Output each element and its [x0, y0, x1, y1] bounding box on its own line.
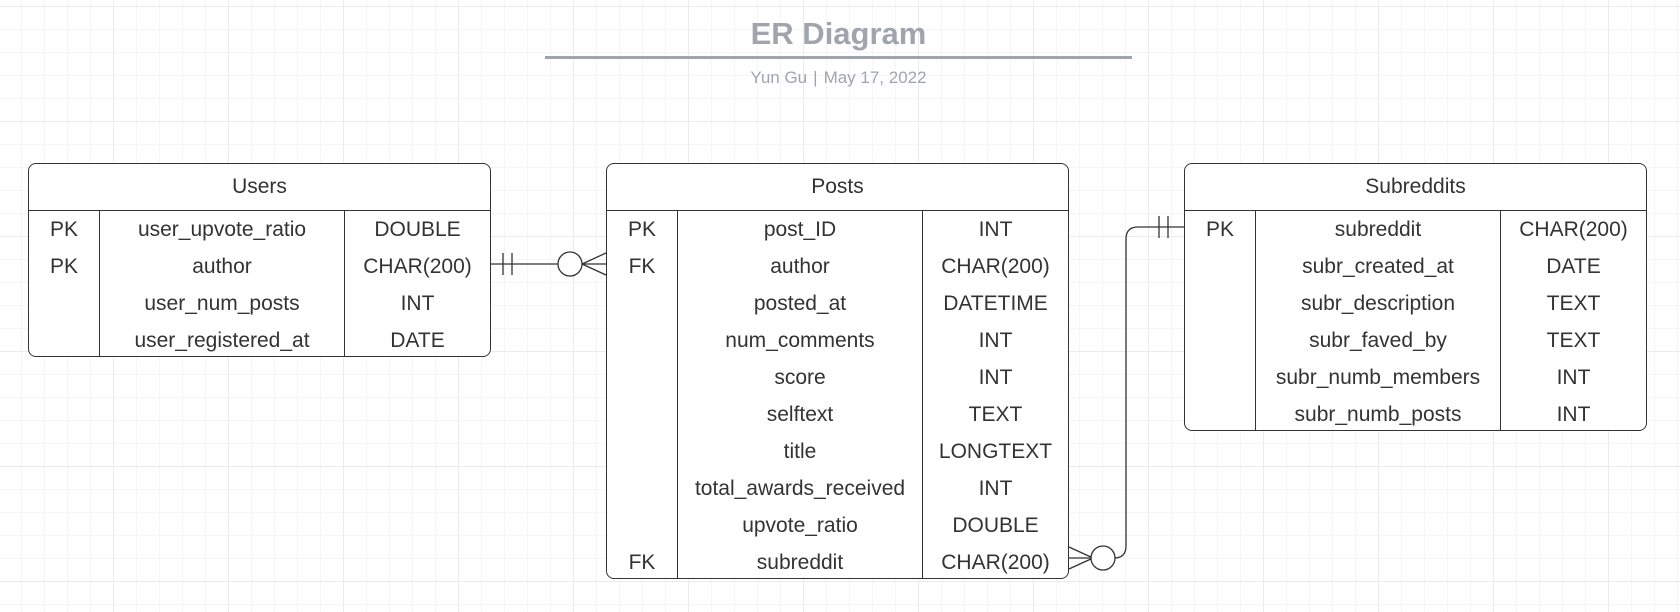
field-type-cell: CHAR(200) — [941, 255, 1050, 278]
relationship-users-posts[interactable] — [491, 251, 607, 277]
zero-circle-marker — [557, 251, 583, 277]
field-name-cell: subreddit — [1334, 218, 1422, 241]
table-row[interactable]: user_num_posts INT — [29, 285, 490, 322]
column-divider — [1255, 211, 1256, 430]
field-name-cell: subr_numb_posts — [1294, 403, 1462, 426]
field-name-cell: user_num_posts — [144, 292, 300, 315]
table-row[interactable]: subr_description TEXT — [1185, 285, 1646, 322]
field-type-cell: INT — [978, 329, 1013, 352]
field-type-cell: TEXT — [968, 403, 1023, 426]
field-name-cell: num_comments — [725, 329, 875, 352]
field-type-cell: TEXT — [1546, 292, 1601, 315]
column-divider — [922, 211, 923, 578]
column-divider — [677, 211, 678, 578]
table-row[interactable]: subr_created_at DATE — [1185, 248, 1646, 285]
table-row[interactable]: PK author CHAR(200) — [29, 248, 490, 285]
key-cell: FK — [628, 551, 656, 574]
key-cell: PK — [49, 255, 78, 278]
field-name-cell: posted_at — [753, 292, 847, 315]
crowfoot-marker — [581, 252, 607, 265]
table-row[interactable]: total_awards_received INT — [607, 470, 1068, 507]
table-row[interactable]: title LONGTEXT — [607, 433, 1068, 470]
field-name-cell: author — [192, 255, 252, 278]
field-name-cell: upvote_ratio — [742, 514, 858, 537]
entity-subreddits-table[interactable]: Subreddits PK subreddit CHAR(200) subr_crea… — [1184, 163, 1647, 431]
crowfoot-marker — [581, 263, 607, 276]
field-name-cell: total_awards_received — [694, 477, 906, 500]
field-type-cell: INT — [978, 218, 1013, 241]
field-type-cell: INT — [1556, 403, 1591, 426]
key-cell: PK — [1205, 218, 1234, 241]
key-cell: FK — [628, 255, 656, 278]
field-name-cell: selftext — [766, 403, 834, 426]
field-name-cell: author — [770, 255, 830, 278]
connector-line — [1113, 226, 1184, 559]
table-row[interactable]: PK subreddit CHAR(200) — [1185, 211, 1646, 248]
field-name-cell: subr_faved_by — [1309, 329, 1447, 352]
field-type-cell: DATE — [1546, 255, 1601, 278]
diagram-subtitle: Yun Gu | May 17, 2022 — [545, 67, 1132, 89]
crowfoot-marker — [1068, 546, 1094, 559]
table-row[interactable]: num_comments INT — [607, 322, 1068, 359]
field-type-cell: TEXT — [1546, 329, 1601, 352]
field-name-cell: subr_created_at — [1302, 255, 1454, 278]
relationship-subreddits-posts[interactable] — [1068, 216, 1184, 571]
table-row[interactable]: user_registered_at DATE — [29, 322, 490, 356]
field-name-cell: score — [774, 366, 826, 389]
field-name-cell: post_ID — [763, 218, 837, 241]
table-row[interactable]: score INT — [607, 359, 1068, 396]
entity-title: Subreddits — [1185, 164, 1646, 211]
table-row[interactable]: FK subreddit CHAR(200) — [607, 544, 1068, 578]
field-type-cell: INT — [1556, 366, 1591, 389]
table-row[interactable]: PK user_upvote_ratio DOUBLE — [29, 211, 490, 248]
entity-title: Posts — [607, 164, 1068, 211]
field-type-cell: INT — [400, 292, 435, 315]
column-divider — [344, 211, 345, 356]
field-type-cell: LONGTEXT — [938, 440, 1053, 463]
table-row[interactable]: subr_numb_posts INT — [1185, 396, 1646, 430]
entity-users-table[interactable]: Users PK user_upvote_ratio DOUBLE PK author C… — [28, 163, 491, 357]
field-type-cell: DOUBLE — [952, 514, 1039, 537]
crowfoot-marker — [1068, 557, 1094, 570]
zero-circle-marker — [1090, 545, 1116, 571]
key-cell: PK — [627, 218, 656, 241]
field-type-cell: CHAR(200) — [363, 255, 472, 278]
table-row[interactable]: PK post_ID INT — [607, 211, 1068, 248]
table-row[interactable]: FK author CHAR(200) — [607, 248, 1068, 285]
field-name-cell: subr_numb_members — [1275, 366, 1481, 389]
field-name-cell: user_upvote_ratio — [137, 218, 307, 241]
field-type-cell: DOUBLE — [374, 218, 461, 241]
column-divider — [99, 211, 100, 356]
table-row[interactable]: subr_faved_by TEXT — [1185, 322, 1646, 359]
field-name-cell: user_registered_at — [134, 329, 310, 352]
field-name-cell: title — [783, 440, 817, 463]
field-type-cell: CHAR(200) — [941, 551, 1050, 574]
table-row[interactable]: upvote_ratio DOUBLE — [607, 507, 1068, 544]
subtitle-separator: | — [813, 68, 818, 87]
diagram-date: May 17, 2022 — [823, 68, 927, 87]
field-type-cell: DATETIME — [943, 292, 1048, 315]
author-name: Yun Gu — [750, 68, 808, 87]
diagram-header: ER Diagram Yun Gu | May 17, 2022 — [545, 14, 1132, 89]
table-row[interactable]: posted_at DATETIME — [607, 285, 1068, 322]
entity-body: PK user_upvote_ratio DOUBLE PK author CHAR(20… — [29, 211, 490, 356]
field-name-cell: subreddit — [756, 551, 844, 574]
column-divider — [1500, 211, 1501, 430]
title-underline — [545, 56, 1132, 59]
key-cell: PK — [49, 218, 78, 241]
field-type-cell: INT — [978, 366, 1013, 389]
diagram-title: ER Diagram — [750, 16, 927, 51]
field-type-cell: CHAR(200) — [1519, 218, 1628, 241]
field-type-cell: INT — [978, 477, 1013, 500]
field-name-cell: subr_description — [1300, 292, 1456, 315]
field-type-cell: DATE — [390, 329, 445, 352]
entity-title: Users — [29, 164, 490, 211]
table-row[interactable]: subr_numb_members INT — [1185, 359, 1646, 396]
table-row[interactable]: selftext TEXT — [607, 396, 1068, 433]
